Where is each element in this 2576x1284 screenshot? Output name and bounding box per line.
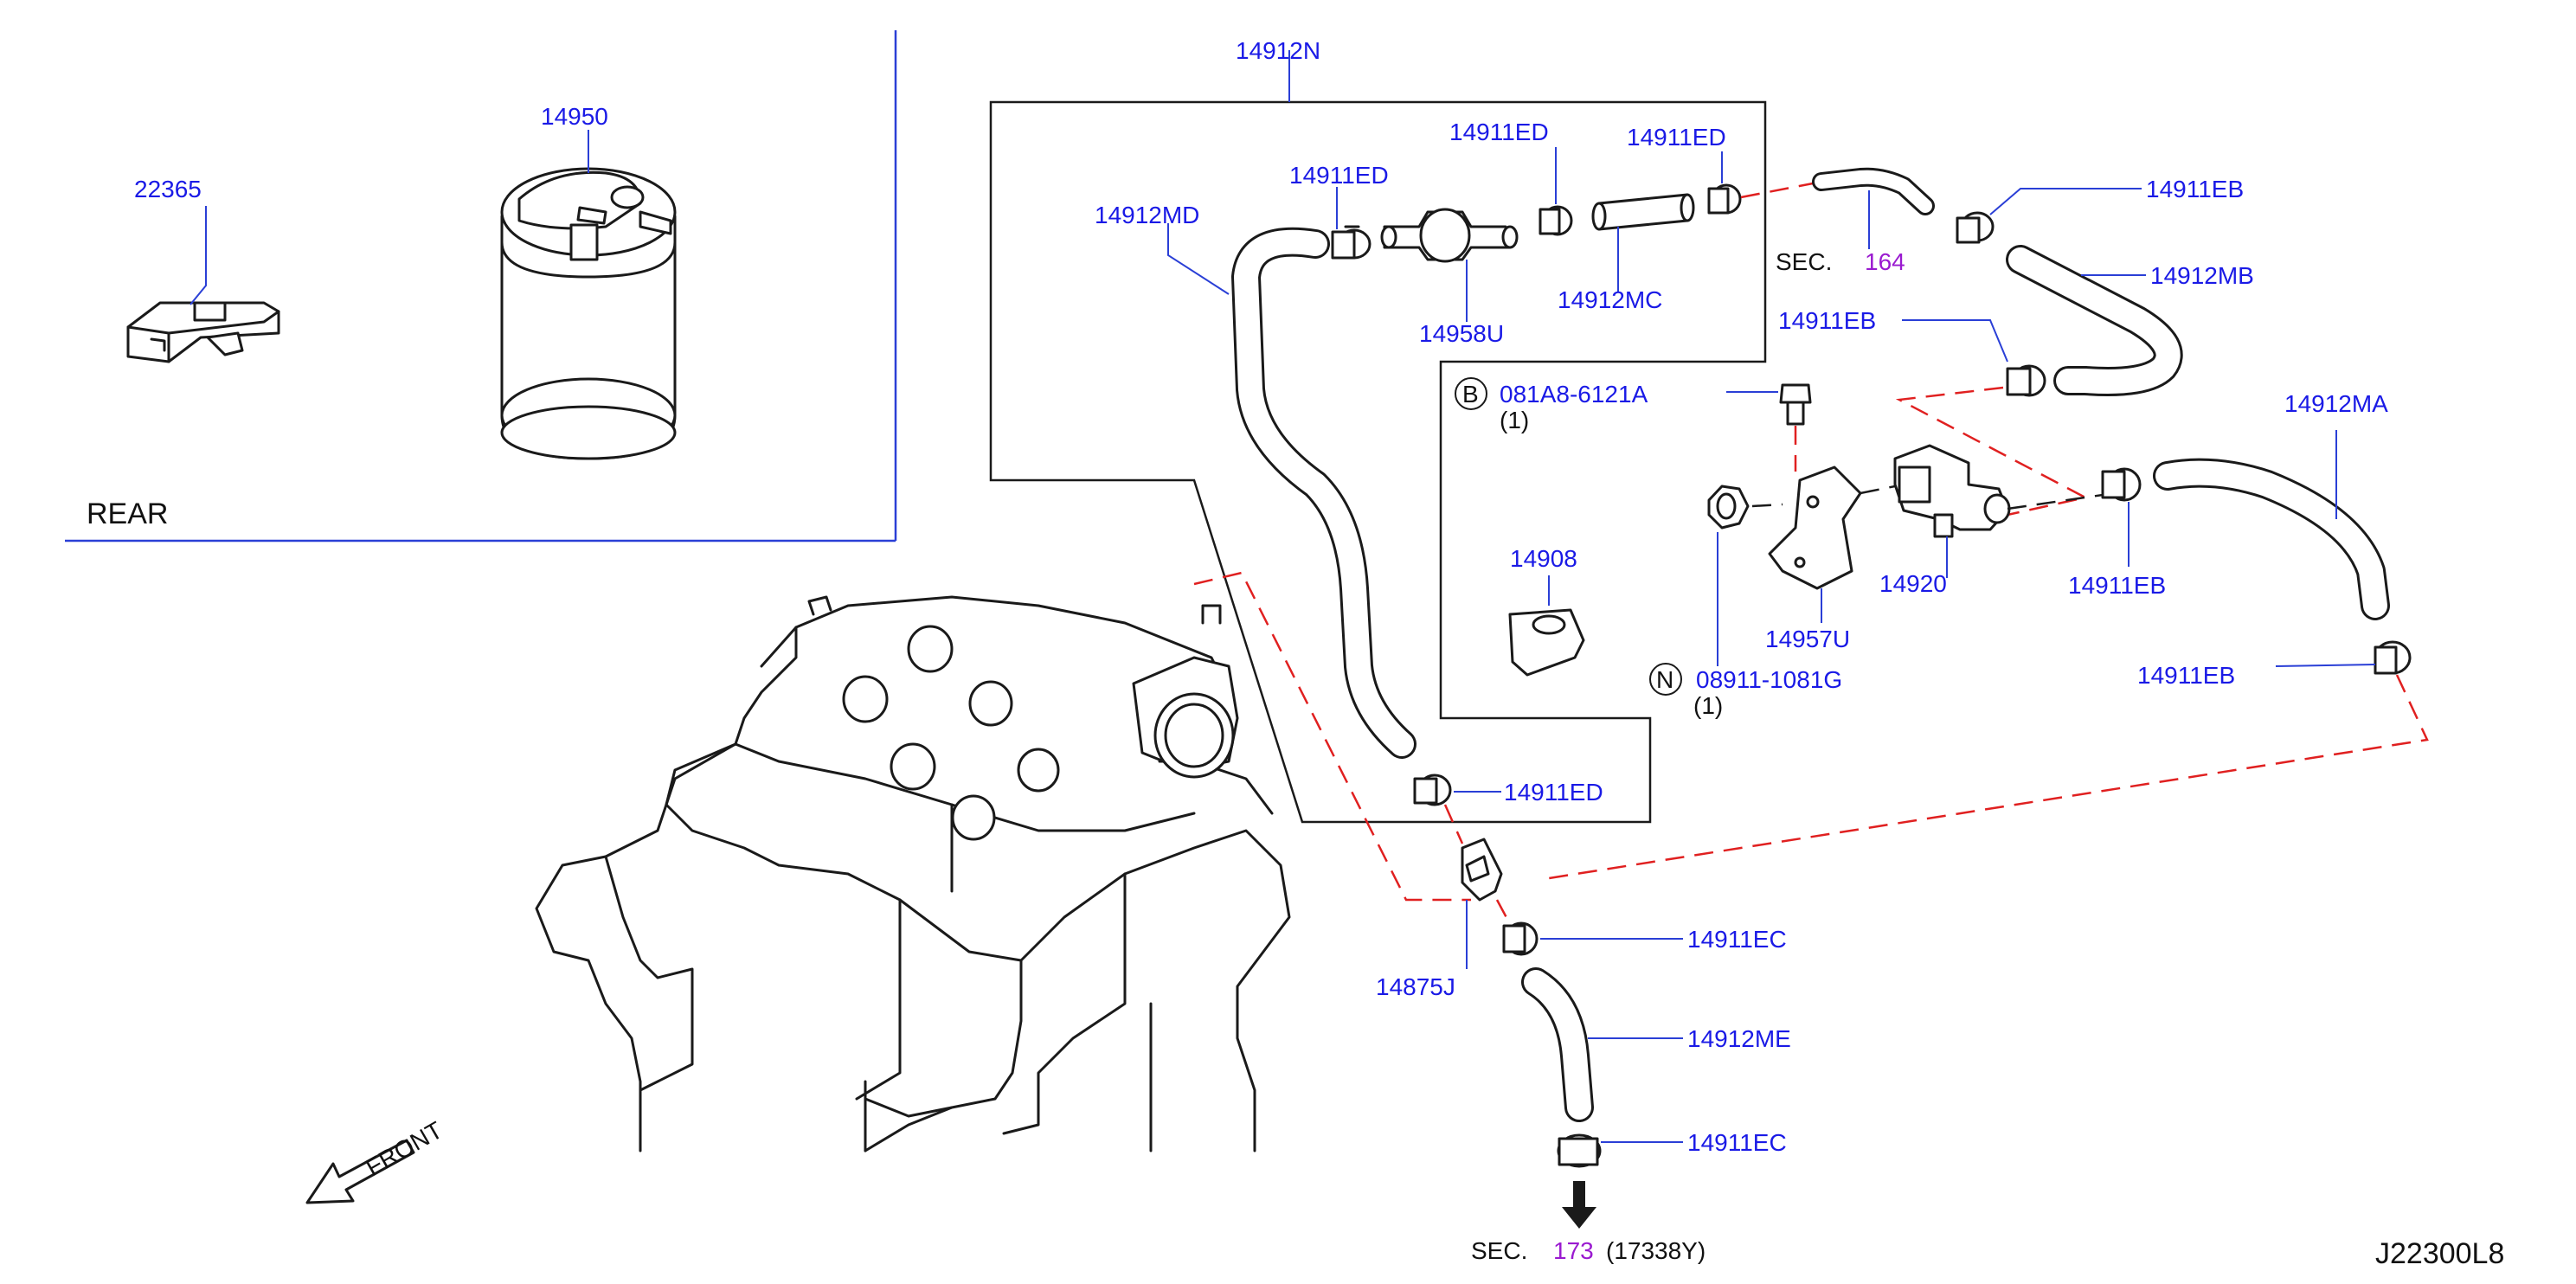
label-14908: 14908 (1510, 545, 1577, 572)
label-14911EB-2: 14911EB (1778, 307, 1876, 334)
phantom-line-middle (1895, 386, 2089, 517)
nut-08911 (1707, 485, 1750, 530)
bracket-14957U (1768, 465, 1862, 590)
solenoid-valve-14920 (1893, 444, 2011, 538)
rear-label: REAR (87, 498, 168, 530)
hose-14912MC (1591, 193, 1695, 231)
label-081A8: 081A8-6121A (1500, 381, 1648, 408)
sub-assembly-frame (989, 100, 1767, 824)
front-label: FRONT (362, 1116, 447, 1181)
label-14911ED-3: 14911ED (1627, 124, 1726, 151)
phantom-enclosure-left (1193, 571, 1471, 902)
hose-14912MB (2006, 245, 2183, 396)
label-14958U: 14958U (1419, 320, 1504, 347)
label-08911-qty: (1) (1693, 692, 1723, 719)
label-08911: 08911-1081G (1696, 666, 1842, 693)
clamp-14911EC-1 (1502, 921, 1539, 956)
hose-14912ME (1521, 967, 1594, 1122)
label-14912MB: 14912MB (2150, 262, 2254, 289)
label-14911EB-3: 14911EB (2068, 572, 2166, 599)
label-22365: 22365 (134, 176, 202, 202)
pipe-sec164 (1812, 167, 1935, 215)
clamp-14911ED-3 (1707, 183, 1742, 215)
down-arrow-sec173 (1562, 1181, 1596, 1229)
label-14911EB-4: 14911EB (2137, 662, 2235, 689)
phantom-line-lower (1548, 674, 2429, 880)
phantom-line-upper (1740, 182, 1814, 199)
clamp-14911EB-1 (1956, 211, 1995, 244)
label-14911ED-4: 14911ED (1504, 779, 1603, 806)
hose-14912MA (2153, 458, 2390, 620)
check-valve-14958U (1380, 208, 1519, 263)
insulator-14908 (1508, 608, 1585, 677)
label-14912ME: 14912ME (1687, 1025, 1791, 1052)
clamp-14911EB-3 (2101, 467, 2142, 502)
clamp-14911ED-1 (1331, 225, 1372, 260)
diagram-code: J22300L8 (2375, 1237, 2504, 1270)
label-081A8-qty: (1) (1500, 407, 1529, 433)
engine-outline (535, 595, 1291, 1152)
label-14912MD: 14912MD (1095, 202, 1199, 228)
marker-b: B (1462, 381, 1479, 408)
label-14911ED-1: 14911ED (1289, 162, 1389, 189)
clamp-14911EC-2 (1557, 1133, 1602, 1168)
label-14912N: 14912N (1236, 37, 1320, 64)
label-14957U: 14957U (1765, 626, 1850, 652)
label-14911EC-2: 14911EC (1687, 1129, 1787, 1156)
evap-canister-14950 (500, 167, 677, 460)
pressure-sensor-22365 (126, 301, 280, 363)
marker-n: N (1656, 666, 1673, 693)
bolt-081A8 (1779, 383, 1812, 426)
joint-14875J (1443, 804, 1503, 902)
label-14950: 14950 (541, 103, 608, 130)
label-14911EB-1: 14911EB (2146, 176, 2244, 202)
label-14911ED-2: 14911ED (1449, 119, 1549, 145)
label-14911EC-1: 14911EC (1687, 926, 1787, 953)
rear-inset: REAR 22365 14950 (65, 30, 897, 542)
sec173-suffix: (17338Y) (1606, 1237, 1706, 1264)
label-14912MA: 14912MA (2284, 390, 2388, 417)
front-arrow: FRONT (305, 1116, 447, 1204)
clamp-14911ED-4 (1413, 774, 1452, 806)
clamp-14911ED-2 (1539, 205, 1573, 236)
clamp-14911EB-4 (2374, 640, 2412, 675)
label-14875J: 14875J (1376, 973, 1455, 1000)
sec173-number[interactable]: 173 (1553, 1237, 1594, 1264)
hose-14912MD (1231, 227, 1416, 759)
sec164-number[interactable]: 164 (1865, 248, 1905, 275)
label-14912MC: 14912MC (1558, 286, 1662, 313)
sec164-prefix: SEC. (1776, 248, 1832, 275)
label-14920: 14920 (1879, 570, 1947, 597)
sec173-prefix: SEC. (1471, 1237, 1527, 1264)
clamp-14911EB-2 (2006, 364, 2046, 397)
